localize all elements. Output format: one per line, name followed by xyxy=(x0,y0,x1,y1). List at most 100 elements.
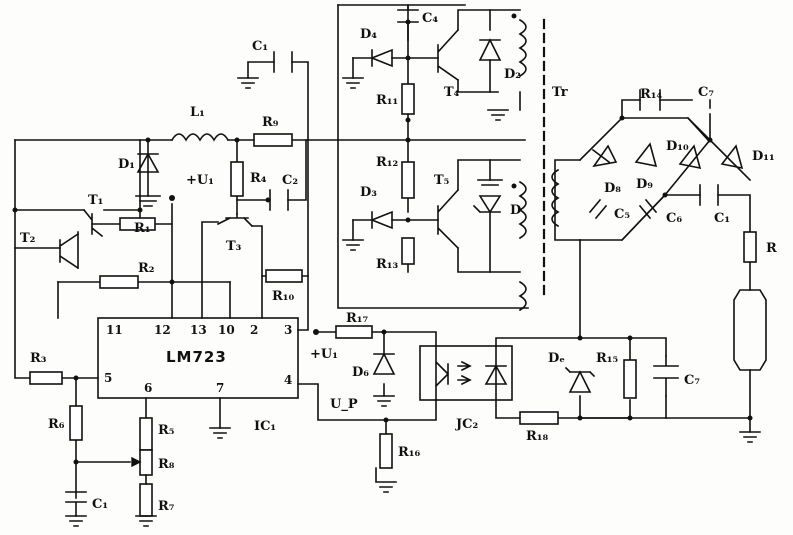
xenon-lamp xyxy=(733,289,767,371)
resistors xyxy=(29,83,757,517)
diode-d11 xyxy=(720,144,744,170)
label-r15: R₁₅ xyxy=(596,351,618,366)
label-c1-bottom: C₁ xyxy=(92,497,108,512)
label-t2: T₂ xyxy=(20,231,35,246)
inductors xyxy=(170,13,560,312)
pin-6: 6 xyxy=(144,381,152,395)
label-u1-top: +U₁ xyxy=(186,173,214,188)
resistor-r11 xyxy=(401,83,415,115)
label-d4: D₄ xyxy=(360,27,377,42)
transformer-primary-top xyxy=(518,18,527,78)
capacitor-c5 xyxy=(588,198,608,220)
label-c2: C₂ xyxy=(282,173,298,188)
pin-10: 10 xyxy=(218,323,235,337)
label-d3: D₃ xyxy=(360,185,377,200)
label-c7: C₇ xyxy=(698,85,714,100)
transformer-feedback-winding xyxy=(518,280,527,312)
capacitor-c1-top xyxy=(273,51,293,73)
label-tr: Tr xyxy=(552,85,568,100)
capacitor-c7 xyxy=(639,89,661,111)
label-up: U_P xyxy=(330,397,358,412)
resistor-r17 xyxy=(335,325,373,339)
label-r12: R₁₂ xyxy=(376,155,398,170)
resistor-r9 xyxy=(253,133,293,147)
label-t4: T₄ xyxy=(444,85,460,100)
label-d11: D₁₁ xyxy=(752,149,775,164)
resistor-r2 xyxy=(99,275,139,289)
resistor-r3 xyxy=(29,371,63,385)
diode-d-t5 xyxy=(472,195,502,214)
label-d2: D₂ xyxy=(504,67,521,82)
ground-c1-bottom xyxy=(65,515,87,527)
label-t3: T₃ xyxy=(226,239,242,254)
resistor-r4 xyxy=(230,161,244,197)
transistor-t1 xyxy=(82,208,104,238)
label-r5: R₅ xyxy=(158,423,175,438)
ground-lamp xyxy=(739,431,761,443)
label-r17: R₁₇ xyxy=(346,311,368,326)
ground-r16 xyxy=(375,467,397,493)
label-t5: T₅ xyxy=(434,173,450,188)
pin-12: 12 xyxy=(154,323,171,337)
label-d6: D₆ xyxy=(352,365,369,380)
resistor-r16 xyxy=(379,433,393,469)
resistor-r15 xyxy=(623,359,637,399)
label-d-t5: D xyxy=(510,203,521,218)
label-r8: R₈ xyxy=(158,457,175,472)
label-c1-top: C₁ xyxy=(252,39,268,54)
transistor-t2 xyxy=(58,232,80,270)
label-r13: R₁₃ xyxy=(376,257,398,272)
ground-d3 xyxy=(342,239,364,251)
label-r3: R₃ xyxy=(30,351,47,366)
pin-2: 2 xyxy=(250,323,258,337)
ground-t5 xyxy=(477,179,503,186)
ground-d6 xyxy=(373,395,395,407)
diode-d2 xyxy=(478,38,502,61)
diode-d4 xyxy=(369,48,393,68)
capacitor-c2 xyxy=(269,189,289,211)
label-d1: D₁ xyxy=(118,157,135,172)
wires xyxy=(14,4,752,517)
diode-d3 xyxy=(369,210,393,230)
label-d8: D₈ xyxy=(604,181,621,196)
label-ic1: IC₁ xyxy=(254,419,276,434)
resistor-r10 xyxy=(265,269,303,283)
diode-d10 xyxy=(678,144,702,170)
label-u1-mid: +U₁ xyxy=(310,347,338,362)
resistor-r7 xyxy=(139,483,153,517)
transistor-t3 xyxy=(216,213,254,228)
label-r2: R₂ xyxy=(138,261,155,276)
label-r6: R₆ xyxy=(48,417,65,432)
resistor-r12 xyxy=(401,161,415,199)
resistor-r1 xyxy=(119,217,156,231)
transistor-t4 xyxy=(436,28,460,82)
label-r7: R₇ xyxy=(158,499,175,514)
diode-d8 xyxy=(591,144,618,168)
optocoupler-jc2 xyxy=(419,345,513,401)
capacitor-c4 xyxy=(397,9,419,23)
label-c6: C₆ xyxy=(666,211,682,226)
lm723-ic: LM723 11 12 13 10 2 3 5 6 7 4 xyxy=(97,317,299,399)
transistors xyxy=(58,28,460,270)
diode-d9 xyxy=(634,142,658,168)
resistor-r xyxy=(743,231,757,263)
capacitor-c6 xyxy=(638,198,658,220)
pin-7: 7 xyxy=(216,381,224,395)
resistor-r5 xyxy=(139,417,153,451)
label-c-b: C₇ xyxy=(684,373,700,388)
label-d9: D₉ xyxy=(636,177,653,192)
label-r18: R₁₈ xyxy=(526,429,548,444)
label-r11: R₁₁ xyxy=(376,93,398,108)
pot-arrow xyxy=(131,456,142,468)
capacitor-c1-bottom xyxy=(65,491,87,517)
label-d-b: Dₑ xyxy=(548,351,565,366)
transistor-t5 xyxy=(436,188,460,250)
diodes xyxy=(136,38,744,393)
ground-symbols xyxy=(65,77,761,527)
resistor-r18 xyxy=(519,411,559,425)
pin-5: 5 xyxy=(104,371,112,385)
capacitors xyxy=(65,9,719,517)
label-r4: R₄ xyxy=(250,171,267,186)
